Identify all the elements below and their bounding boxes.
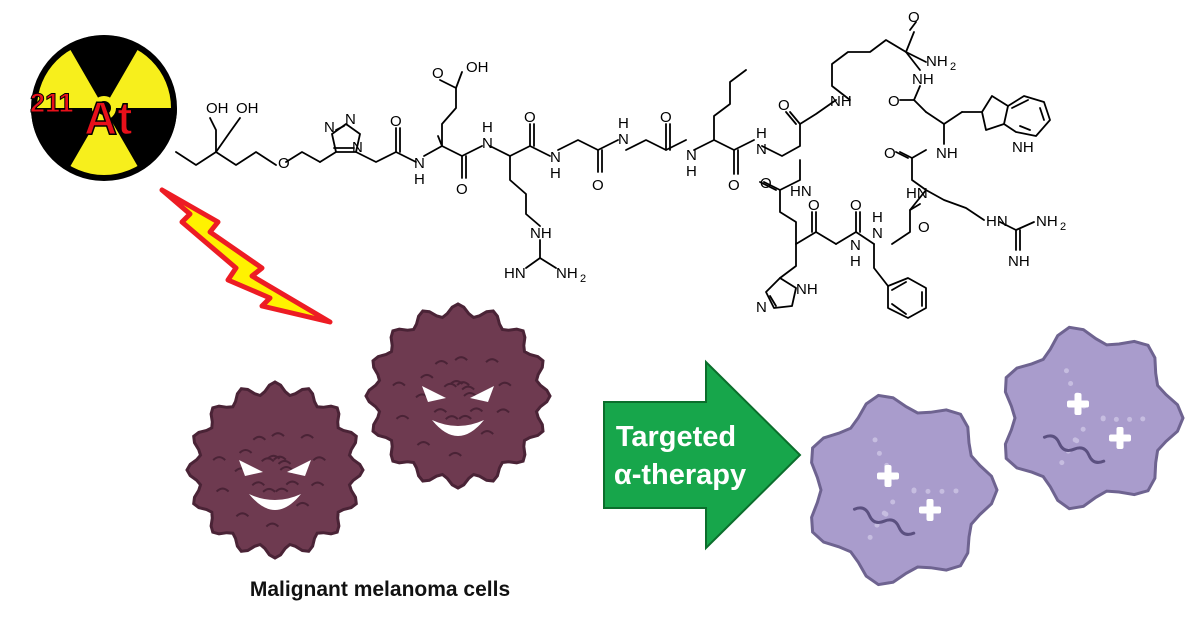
- chem-sub-2c: 2: [1060, 221, 1066, 233]
- chem-ring-o-3: O: [884, 145, 896, 162]
- targeted-alpha-therapy-arrow: Targeted α-therapy: [603, 359, 802, 551]
- malignant-cell-left: [185, 380, 365, 560]
- cell-grin: [249, 494, 301, 510]
- chem-n-4: N: [618, 131, 629, 148]
- isotope-symbol: At: [84, 92, 133, 144]
- chem-o-5: O: [660, 109, 672, 126]
- chem-arg2-nh2: NH: [1036, 213, 1058, 230]
- chem-arg2-hn: HN: [986, 213, 1008, 230]
- chem-ring-nh-2: NH: [912, 71, 934, 88]
- chem-ring-nh-6: NH: [936, 145, 958, 162]
- chem-ring-o-asp: O: [760, 175, 772, 192]
- treated-cells: [810, 325, 1185, 587]
- cell-grin: [432, 420, 484, 436]
- arrow-label-line1: Targeted: [616, 421, 736, 453]
- astatine-211-radiation-icon: 211 At: [30, 35, 177, 181]
- chem-ring-nh-1: NH: [830, 93, 852, 110]
- chem-nh-1: H: [414, 171, 425, 188]
- chem-amide-o: O: [908, 9, 920, 26]
- chem-ring-hn-5: HN: [906, 185, 928, 202]
- chem-ring-hn-8: HN: [790, 183, 812, 200]
- chem-o-ether: O: [278, 155, 290, 172]
- chem-his-nh: NH: [796, 281, 818, 298]
- chem-his-n: N: [756, 299, 767, 316]
- chem-ring-h-7: H: [872, 209, 883, 226]
- chem-nh-3: H: [550, 165, 561, 182]
- chem-ring-o-1: O: [778, 97, 790, 114]
- chem-amide-nh2: NH: [926, 53, 948, 70]
- chem-n-2: N: [482, 135, 493, 152]
- malignant-cell-right: [364, 302, 552, 490]
- chem-o-4: O: [592, 177, 604, 194]
- chem-ring-nh-3: N: [756, 141, 767, 158]
- chem-arg1-nh: NH: [530, 225, 552, 242]
- cell-eye-left: [422, 386, 446, 402]
- chem-cooh-o: O: [432, 65, 444, 82]
- chem-nh-5: H: [686, 163, 697, 180]
- arrow-label-line2: α-therapy: [614, 459, 746, 491]
- chem-trp-nh: NH: [1012, 139, 1034, 156]
- chem-triazole-n2: N: [345, 111, 356, 128]
- chem-arg1-hn: HN: [504, 265, 526, 282]
- chem-ring-nh-4: N: [850, 237, 861, 254]
- chem-triazole-n1: N: [324, 119, 335, 136]
- chem-sub-2b: 2: [950, 61, 956, 73]
- cell-eye-right: [470, 386, 494, 402]
- chem-ring-nh-7: N: [872, 225, 883, 242]
- isotope-mass-number: 211: [30, 88, 74, 118]
- chem-nh-2: H: [482, 119, 493, 136]
- chem-triazole-n3: N: [352, 139, 363, 156]
- chem-sub-2: 2: [580, 273, 586, 285]
- chem-ring-h-4: H: [850, 253, 861, 270]
- chem-n-5: N: [686, 147, 697, 164]
- chem-n-1: N: [414, 155, 425, 172]
- lightning-bolt-icon: [159, 187, 333, 325]
- chem-o-6: O: [728, 177, 740, 194]
- chem-n-3: N: [550, 149, 561, 166]
- treated-cell-left: [810, 393, 999, 587]
- chem-o-1: O: [390, 113, 402, 130]
- chem-oh-2: OH: [236, 100, 259, 117]
- chem-o-3: O: [524, 109, 536, 126]
- chem-cooh-oh: OH: [466, 59, 489, 76]
- chem-ring-o-4: O: [918, 219, 930, 236]
- chem-arg2-nh: NH: [1008, 253, 1030, 270]
- chem-ring-o-2: O: [888, 93, 900, 110]
- treated-cell-right: [1003, 325, 1185, 511]
- chem-nh-4: H: [618, 115, 629, 132]
- peptide-chemical-structure: OH OH O N N N O O OH N H O H N O NH HN N…: [175, 9, 1066, 319]
- cell-eye-right: [287, 460, 311, 476]
- chem-o-2: O: [456, 181, 468, 198]
- malignant-melanoma-cells: [185, 302, 552, 560]
- chem-ring-h-3: H: [756, 125, 767, 142]
- chem-oh-1: OH: [206, 100, 229, 117]
- cell-eye-left: [239, 460, 263, 476]
- chem-ring-o-6: O: [808, 197, 820, 214]
- chem-ring-o-5: O: [850, 197, 862, 214]
- malignant-melanoma-caption: Malignant melanoma cells: [250, 578, 510, 601]
- chem-arg1-nh2: NH: [556, 265, 578, 282]
